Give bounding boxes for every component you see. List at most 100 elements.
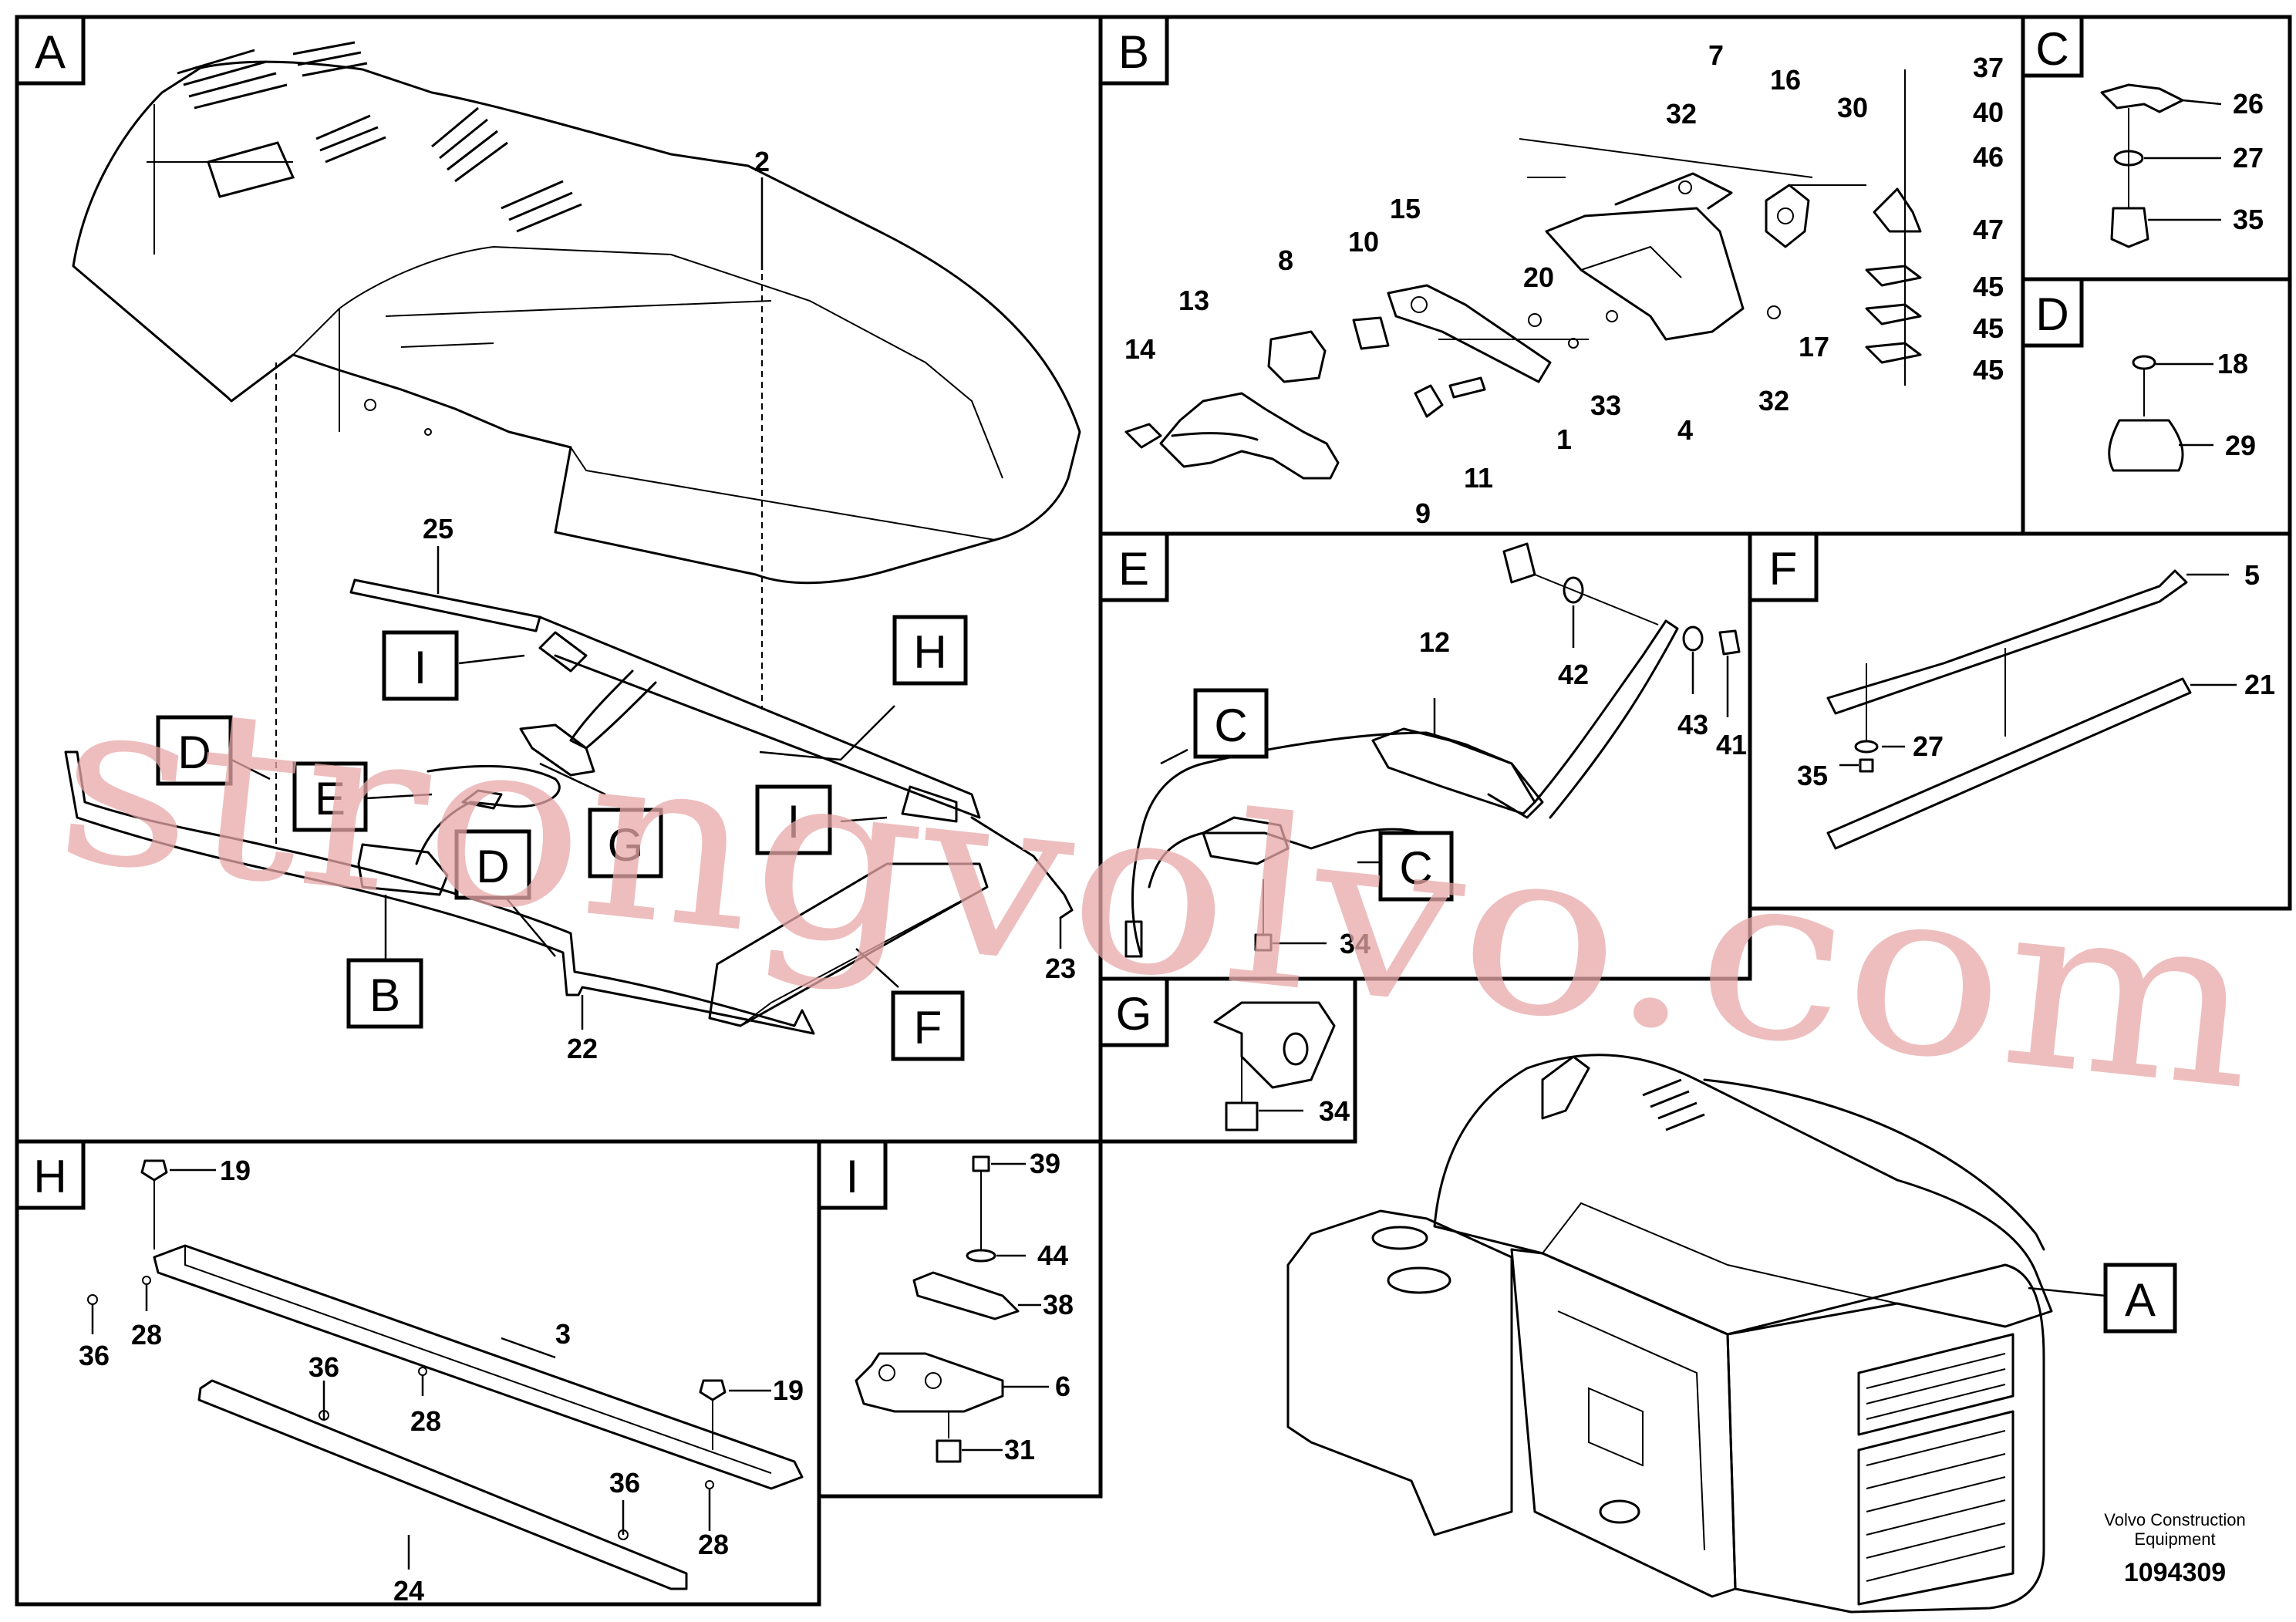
panel-c-letter: C (2021, 15, 2084, 78)
latch-17 (1765, 184, 1810, 248)
bolt-42 (1502, 542, 1536, 584)
label-i-39: 39 (1030, 1148, 1060, 1179)
panel-c-drawing: 26 27 35 (2100, 83, 2264, 248)
overview-grille-top (1857, 1333, 2014, 1436)
engine-hood (72, 60, 1081, 585)
label-g-34: 34 (1319, 1095, 1350, 1127)
label-b-10: 10 (1348, 226, 1379, 258)
frame-tube-22 (64, 750, 815, 1035)
washer-18 (2132, 355, 2156, 370)
label-b-32-top: 32 (1666, 98, 1697, 130)
bolt-39 (972, 1155, 990, 1172)
label-h-19-right: 19 (773, 1374, 804, 1406)
label-c-27: 27 (2233, 142, 2264, 174)
label-f-5: 5 (2244, 559, 2260, 591)
label-f-35: 35 (1797, 760, 1828, 791)
svg-text:E: E (315, 773, 346, 824)
label-h-28-mid: 28 (410, 1405, 441, 1437)
bolt-34-g (1225, 1101, 1259, 1131)
label-i-38: 38 (1043, 1289, 1074, 1320)
bracket-g (1213, 1001, 1336, 1089)
panel-b-drawing (1124, 69, 1922, 480)
label-i-31: 31 (1004, 1434, 1035, 1465)
plate-15 (1387, 284, 1552, 383)
gasket-8 (1267, 330, 1327, 383)
svg-text:B: B (1118, 26, 1149, 78)
label-e-42: 42 (1558, 659, 1589, 690)
label-h-28-left: 28 (131, 1319, 162, 1351)
callout-d-mid: D (454, 829, 531, 900)
panel-f-drawing: 5 21 27 35 (1797, 559, 2275, 850)
callout-h: H (892, 615, 968, 686)
label-b-45-b: 45 (1973, 312, 2004, 344)
panel-i-drawing: 39 44 38 6 31 (855, 1148, 1074, 1465)
handle-13 (1159, 392, 1340, 480)
overview-grille-frame (1726, 1263, 2045, 1614)
label-b-33: 33 (1590, 389, 1621, 421)
svg-text:B: B (369, 969, 400, 1021)
svg-text:D: D (476, 841, 509, 892)
panel-b-letter: B (1098, 15, 1169, 86)
svg-text:D: D (2035, 288, 2068, 340)
svg-text:I: I (414, 642, 427, 693)
label-e-34: 34 (1340, 928, 1371, 959)
panel-a-letter: A (15, 15, 86, 86)
panel-b-labels: 7 16 37 32 30 40 46 15 8 10 13 20 47 45 … (1124, 39, 2004, 529)
screw-14 (1124, 423, 1162, 449)
label-b-13: 13 (1178, 285, 1209, 316)
brand-line-1: Volvo Construction (2104, 1510, 2245, 1529)
rail-3 (153, 1244, 804, 1490)
label-a-2: 2 (754, 146, 770, 177)
panel-h-letter: H (15, 1139, 86, 1210)
plate-38 (912, 1271, 1020, 1320)
panel-e-drawing: C C 12 42 43 41 34 (1124, 542, 1747, 959)
brand-block: Volvo Construction Equipment 1094309 (2104, 1510, 2245, 1587)
callout-c-top: C (1193, 688, 1269, 759)
label-b-4: 4 (1677, 414, 1693, 446)
callout-i-right: I (755, 784, 832, 855)
panel-letter-boxes: A B C D E F G H I (15, 15, 2084, 1210)
handle-lever-12 (1371, 727, 1536, 815)
svg-text:C: C (1399, 842, 1432, 894)
svg-text:H: H (33, 1151, 66, 1202)
panel-h-drawing: 19 36 28 3 36 28 19 36 28 24 (79, 1155, 804, 1607)
label-e-41: 41 (1716, 729, 1747, 760)
label-b-15: 15 (1390, 193, 1421, 224)
panel-a-drawing (64, 41, 1081, 1035)
pin-11 (1448, 376, 1486, 399)
label-b-46: 46 (1973, 141, 2004, 173)
svg-text:D: D (177, 727, 211, 778)
strip-21 (1826, 677, 2192, 850)
label-b-17: 17 (1799, 331, 1829, 363)
callout-a-overview: A (2103, 1263, 2177, 1334)
panel-d-drawing: 18 29 (2108, 348, 2256, 472)
strip-24 (197, 1379, 688, 1590)
hood-vents (177, 41, 582, 233)
label-i-6: 6 (1055, 1371, 1070, 1402)
label-b-8: 8 (1278, 244, 1293, 276)
latch-striker-6 (855, 1352, 1004, 1413)
overview-grille-bottom (1857, 1410, 2014, 1606)
nut-19-right (699, 1379, 727, 1401)
label-h-28-right: 28 (698, 1529, 729, 1560)
label-h-19-left: 19 (220, 1155, 251, 1186)
label-a-23: 23 (1045, 953, 1076, 984)
label-b-37: 37 (1973, 52, 2004, 83)
panel-frames (15, 15, 2292, 1607)
latch-bracket-47 (1873, 187, 1922, 233)
svg-text:I: I (846, 1151, 859, 1202)
watermark: strongvolvo.com (46, 643, 2268, 1141)
rail-25 (349, 578, 541, 632)
label-f-21: 21 (2244, 669, 2275, 700)
label-b-9: 9 (1415, 497, 1431, 529)
svg-text:F: F (914, 1002, 942, 1054)
label-c-35: 35 (2233, 204, 2264, 235)
label-c-26: 26 (2233, 88, 2264, 120)
bracket-4 (1545, 207, 1745, 341)
panel-i-letter: I (817, 1139, 888, 1210)
callout-e: E (292, 761, 368, 832)
label-b-30: 30 (1837, 92, 1868, 123)
callout-d-left: D (156, 715, 233, 786)
component-b (357, 843, 449, 896)
